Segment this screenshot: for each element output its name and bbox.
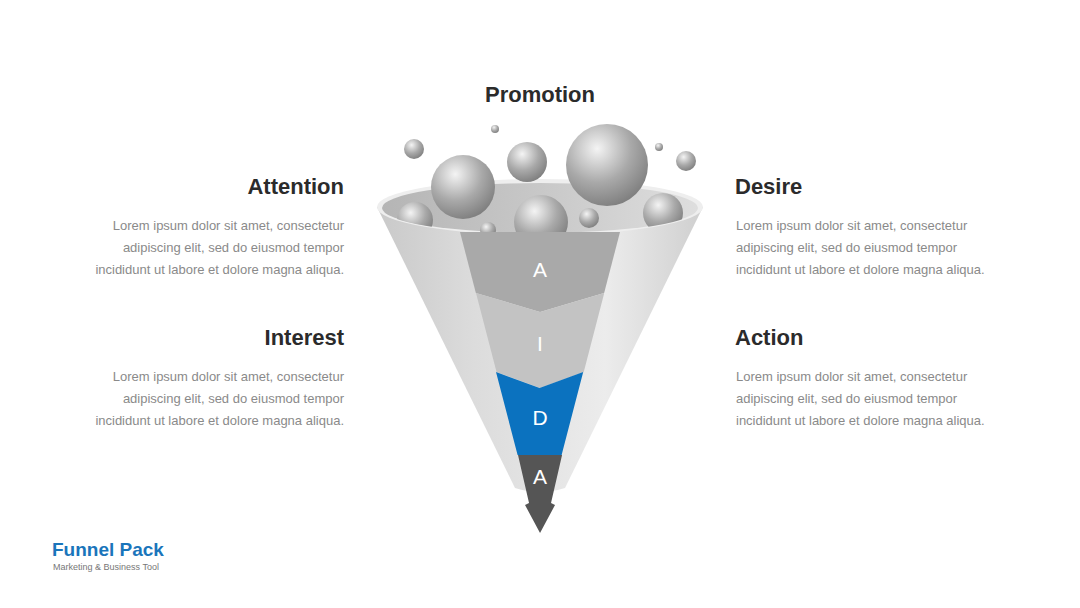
stage-letter: A bbox=[460, 258, 620, 282]
stage-description: Lorem ipsum dolor sit amet, consectetur … bbox=[70, 215, 344, 281]
funnel-stage: D bbox=[496, 372, 583, 455]
stage-heading: Attention bbox=[70, 174, 344, 200]
funnel-stage: I bbox=[476, 293, 604, 388]
ball bbox=[579, 208, 599, 228]
stage-band bbox=[476, 293, 604, 388]
diagram-title: Promotion bbox=[390, 82, 690, 108]
ball bbox=[676, 151, 696, 171]
stage-description: Lorem ipsum dolor sit amet, consectetur … bbox=[736, 215, 1010, 281]
brand-tagline: Marketing & Business Tool bbox=[53, 562, 253, 573]
ball bbox=[643, 193, 683, 233]
stage-heading: Interest bbox=[70, 325, 344, 351]
stage-description: Lorem ipsum dolor sit amet, consectetur … bbox=[736, 366, 1010, 432]
stage-heading: Action bbox=[735, 325, 1009, 351]
stage-band bbox=[496, 372, 583, 455]
ball bbox=[507, 142, 547, 182]
funnel-cone bbox=[377, 207, 703, 492]
stage-description: Lorem ipsum dolor sit amet, consectetur … bbox=[70, 366, 344, 432]
stage-letter: I bbox=[476, 332, 604, 356]
balls bbox=[397, 124, 696, 249]
brand-name: Funnel Pack bbox=[52, 539, 252, 561]
ball bbox=[491, 125, 499, 133]
stage-letter: D bbox=[496, 406, 583, 430]
ball bbox=[431, 155, 495, 219]
ball bbox=[397, 202, 433, 238]
stage-band bbox=[518, 455, 562, 533]
ball bbox=[566, 124, 648, 206]
funnel-stage: A bbox=[518, 455, 562, 533]
stage-heading: Desire bbox=[735, 174, 1009, 200]
ball bbox=[404, 139, 424, 159]
stage-letter: A bbox=[518, 465, 562, 489]
ball bbox=[655, 143, 663, 151]
